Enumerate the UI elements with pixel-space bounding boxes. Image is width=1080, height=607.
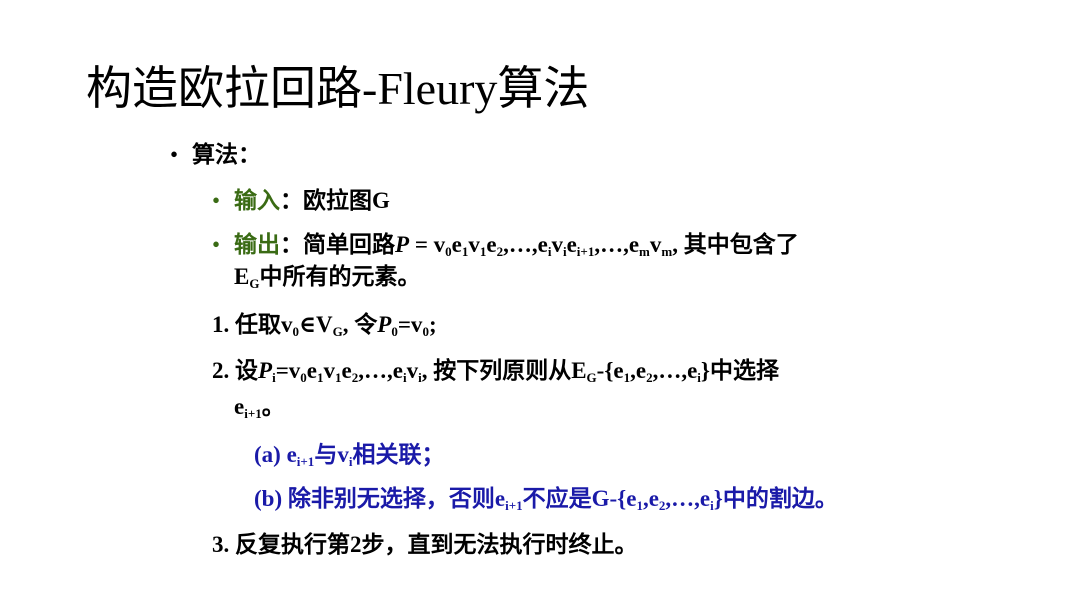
comma: , xyxy=(421,358,428,383)
sub: i xyxy=(697,370,701,385)
eq: = v xyxy=(409,232,446,257)
sub: 0 xyxy=(445,244,452,259)
dots: ,…,e xyxy=(665,486,711,511)
rule-b-prefix: (b) 除非别无选择，否则e xyxy=(254,486,506,511)
v: v xyxy=(323,358,336,383)
set: -{e xyxy=(596,358,624,383)
step-3: 3. 反复执行第2步，直到无法执行时终止。 xyxy=(212,532,638,557)
e: e xyxy=(635,358,647,383)
comma: , xyxy=(630,358,636,383)
sub: i+1 xyxy=(505,498,523,513)
rule-b: (b) 除非别无选择，否则ei+1不应是G-{e1,e2,…,ei}中的割边。 xyxy=(254,484,838,514)
path-symbol: P xyxy=(258,358,273,383)
sub: i xyxy=(418,370,422,385)
e: e xyxy=(451,232,462,257)
sub: 1 xyxy=(636,498,643,513)
seq: =v xyxy=(275,358,301,383)
step1-mid2: , 令 xyxy=(342,312,378,337)
slide-title: 构造欧拉回路-Fleury算法 xyxy=(86,63,590,114)
path-symbol: P xyxy=(377,312,392,337)
comma-e: ,e xyxy=(642,486,659,511)
sub: m xyxy=(661,244,673,259)
step2-setend: }中选择 xyxy=(700,358,779,383)
output-sep: ： xyxy=(280,232,303,257)
algo-heading: 算法： xyxy=(192,142,261,167)
output-prefix: 简单回路 xyxy=(303,232,395,257)
sub: 2 xyxy=(496,244,504,259)
step2-prefix: 2. 设 xyxy=(212,358,258,383)
sub: G xyxy=(249,276,260,291)
sub: i+1 xyxy=(244,406,262,421)
e: E xyxy=(234,264,250,289)
semi: ; xyxy=(428,312,437,337)
sub: 1 xyxy=(317,370,324,385)
dots: ,…,e xyxy=(503,232,548,257)
step1-end: =v xyxy=(397,312,423,337)
sub: 2 xyxy=(351,370,359,385)
sub: 2 xyxy=(658,498,666,513)
sub: 2 xyxy=(646,370,653,385)
step-2-line-2: ei+1。 xyxy=(234,392,285,422)
v: v xyxy=(649,232,662,257)
rule-a-prefix: (a) e xyxy=(254,442,297,467)
sub: i xyxy=(348,454,353,469)
step-1: 1. 任取v0∈VG, 令P0=v0; xyxy=(212,310,437,340)
sub: 0 xyxy=(422,324,429,339)
period: 。 xyxy=(261,394,285,419)
e: e xyxy=(234,394,245,419)
e: e xyxy=(566,232,577,257)
sub: G xyxy=(332,324,343,339)
sub: i xyxy=(547,244,552,259)
output-label: 输出 xyxy=(234,232,280,257)
sub: i+1 xyxy=(296,454,315,469)
step2-text: 按下列原则从E xyxy=(427,358,587,383)
sub: 1 xyxy=(479,244,487,259)
rule-a-mid: 与v xyxy=(314,442,349,467)
e: e xyxy=(486,232,497,257)
v: v xyxy=(468,232,480,257)
sub: G xyxy=(586,370,597,385)
input-label: 输入 xyxy=(234,188,280,213)
sub: i xyxy=(272,370,276,385)
sub: i xyxy=(710,498,714,513)
input-sep: ： xyxy=(280,188,303,213)
sub: 1 xyxy=(461,244,469,259)
dots: ,…,e xyxy=(358,358,403,383)
input-line: • 输入：欧拉图G xyxy=(212,186,390,216)
v: v xyxy=(551,232,563,257)
step1-mid: ∈V xyxy=(299,312,333,337)
step-2: 2. 设Pi=v0e1v1e2,…,eivi, 按下列原则从EG-{e1,e2,… xyxy=(212,356,779,386)
sub: 0 xyxy=(300,370,307,385)
algo-heading-line: • 算法： xyxy=(170,140,261,170)
bullet-icon: • xyxy=(212,188,221,213)
input-text: 欧拉图G xyxy=(303,188,390,213)
sub: i+1 xyxy=(576,244,595,259)
output-line: •输出：简单回路P = v0e1v1e2,…,eiviei+1,…,emvm, … xyxy=(212,230,799,260)
dots: ,…,e xyxy=(652,358,698,383)
bullet-icon: • xyxy=(212,232,221,257)
path-symbol: P xyxy=(395,232,410,257)
sub: 0 xyxy=(292,324,300,339)
output-line-2: EG中所有的元素。 xyxy=(234,262,420,292)
sub: 1 xyxy=(335,370,342,385)
output-line2-text: 中所有的元素。 xyxy=(259,264,421,289)
rule-a-end: 相关联； xyxy=(352,442,445,467)
rule-a: (a) ei+1与vi相关联； xyxy=(254,440,444,470)
output-tail: , 其中包含了 xyxy=(672,232,799,257)
dots: ,…,e xyxy=(594,232,640,257)
sub: m xyxy=(639,244,650,259)
sub: 1 xyxy=(623,370,631,385)
sub: i xyxy=(402,370,407,385)
e: e xyxy=(306,358,318,383)
sub: 0 xyxy=(391,324,398,339)
rule-b-mid: 不应是G-{e xyxy=(522,486,637,511)
bullet-icon: • xyxy=(170,142,179,167)
rule-b-end: }中的割边。 xyxy=(713,486,838,511)
sub: i xyxy=(562,244,567,259)
e: e xyxy=(341,358,352,383)
v: v xyxy=(406,358,419,383)
step1-prefix: 1. 任取v xyxy=(212,312,293,337)
